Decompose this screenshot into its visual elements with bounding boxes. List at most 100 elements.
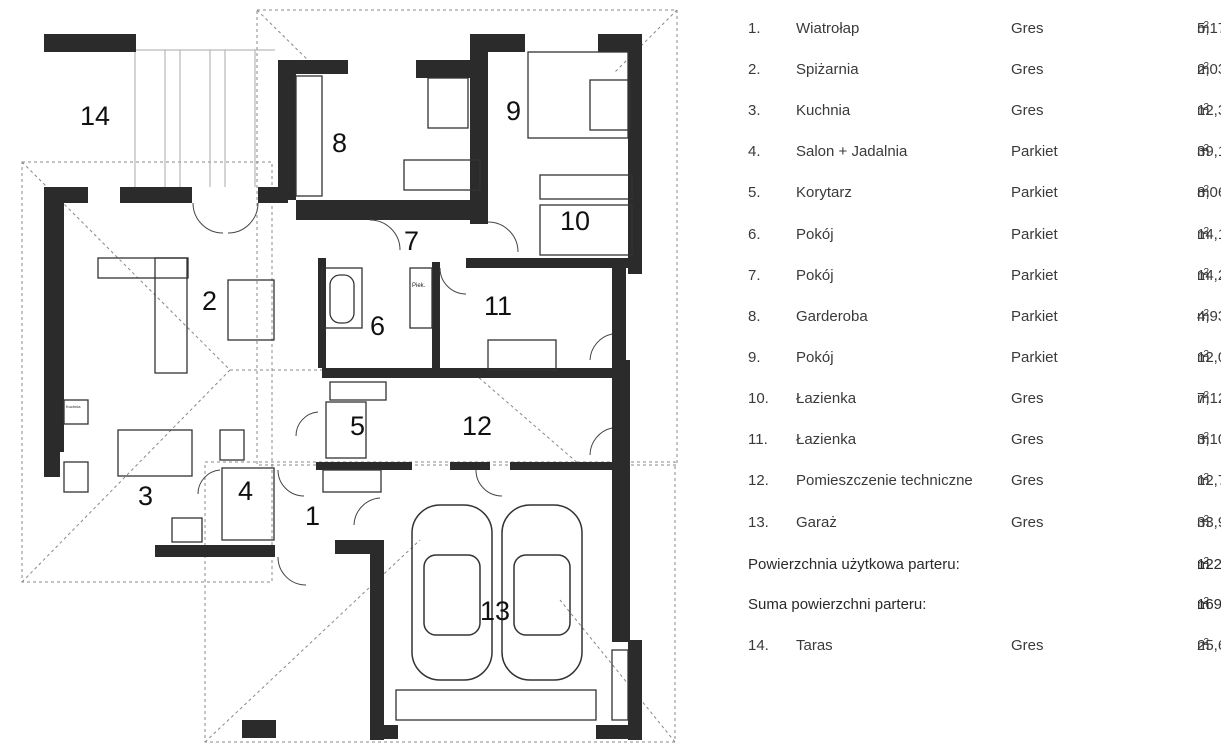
row-number: 8. (748, 308, 761, 325)
room-name: Pokój (796, 267, 834, 284)
floor-material: Parkiet (1011, 349, 1058, 366)
row-number: 7. (748, 267, 761, 284)
room-number-8: 8 (332, 128, 347, 158)
table-row: 4. Salon + Jadalnia Parkiet 39,15 m 2 (748, 143, 1221, 160)
floor-material: Parkiet (1011, 308, 1058, 325)
room-name: Pomieszczenie techniczne (796, 472, 973, 489)
floor-material: Gres (1011, 61, 1044, 78)
row-number: 1. (748, 20, 761, 37)
unit-exponent: 2 (1203, 61, 1209, 72)
room-name: Łazienka (796, 390, 857, 407)
room-number-6: 6 (370, 311, 385, 341)
unit-exponent: 2 (1203, 472, 1209, 483)
unit-exponent: 2 (1203, 349, 1209, 360)
table-row: 11. Łazienka Gres 3,10 m 2 (748, 431, 1221, 448)
summary-row-total-area: Suma powierzchni parteru: 169,07 m 2 (748, 596, 1221, 613)
table-row: 6. Pokój Parkiet 14,14 m 2 (748, 226, 1221, 243)
room-number-10: 10 (560, 206, 590, 236)
room-name: Salon + Jadalnia (796, 143, 908, 160)
floor-plan: 1 2 3 4 5 6 7 8 9 10 11 12 13 14 Piek. K… (21, 9, 678, 743)
table-row: 12. Pomieszczenie techniczne Gres 12,77 … (748, 472, 1221, 489)
table-row: 1. Wiatrołap Gres 5,17 m 2 (748, 20, 1221, 37)
floor-material: Gres (1011, 431, 1044, 448)
table-row: 9. Pokój Parkiet 12,07 m 2 (748, 349, 1221, 366)
unit-exponent: 2 (1203, 514, 1209, 525)
summary-row-usable-area: Powierzchnia użytkowa parteru: 122,37 m … (748, 556, 1221, 573)
unit-exponent: 2 (1203, 102, 1209, 113)
row-number: 2. (748, 61, 761, 78)
row-number: 9. (748, 349, 761, 366)
room-number-1: 1 (305, 501, 320, 531)
room-number-13: 13 (480, 596, 510, 626)
floor-material: Parkiet (1011, 267, 1058, 284)
row-number: 4. (748, 143, 761, 160)
room-number-5: 5 (350, 411, 365, 441)
unit-exponent: 2 (1203, 637, 1209, 648)
unit-exponent: 2 (1203, 143, 1209, 154)
walls (44, 34, 642, 740)
room-name: Spiżarnia (796, 61, 859, 78)
unit-exponent: 2 (1203, 267, 1209, 278)
floor-material: Parkiet (1011, 226, 1058, 243)
room-name: Garderoba (796, 308, 868, 325)
fridge-label: Piek. (412, 283, 426, 289)
room-name: Pokój (796, 226, 834, 243)
room-number-11: 11 (484, 291, 512, 321)
floor-material: Gres (1011, 472, 1044, 489)
fixtures (63, 51, 633, 721)
room-name: Garaż (796, 514, 837, 531)
room-number-4: 4 (238, 476, 253, 506)
room-name: Pokój (796, 349, 834, 366)
unit-exponent: 2 (1203, 556, 1209, 567)
room-name: Korytarz (796, 184, 852, 201)
floor-material: Gres (1011, 637, 1044, 654)
door-swings (192, 202, 613, 586)
table-row: 10. Łazienka Gres 7,12 m 2 (748, 390, 1221, 407)
room-name: Taras (796, 637, 833, 654)
table-row: 7. Pokój Parkiet 14,29 m 2 (748, 267, 1221, 284)
room-number-7: 7 (404, 226, 419, 256)
row-number: 10. (748, 390, 769, 407)
unit-exponent: 2 (1203, 308, 1209, 319)
table-row: 13. Garaż Gres 33,93 m 2 (748, 514, 1221, 531)
room-area-table: 1. Wiatrołap Gres 5,17 m 2 2. Spiżarnia … (740, 0, 1221, 755)
row-number: 14. (748, 637, 769, 654)
room-number-14: 14 (80, 101, 110, 131)
room-numbers: 1 2 3 4 5 6 7 8 9 10 11 12 13 14 (80, 96, 590, 626)
summary-label: Powierzchnia użytkowa parteru: (748, 556, 960, 573)
room-name: Łazienka (796, 431, 857, 448)
unit-exponent: 2 (1203, 20, 1209, 31)
room-number-9: 9 (506, 96, 521, 126)
table-row: 5. Korytarz Parkiet 8,06 m 2 (748, 184, 1221, 201)
floor-material: Parkiet (1011, 184, 1058, 201)
table-row: 14. Taras Gres 25,63 m 2 (748, 637, 1221, 654)
room-number-12: 12 (462, 411, 492, 441)
row-number: 11. (748, 431, 768, 448)
terrace-boards (134, 35, 275, 187)
floor-material: Gres (1011, 102, 1044, 119)
row-number: 13. (748, 514, 769, 531)
floor-material: Gres (1011, 390, 1044, 407)
room-name: Wiatrołap (796, 20, 860, 37)
cars (411, 504, 583, 681)
room-number-2: 2 (202, 286, 217, 316)
unit-exponent: 2 (1203, 431, 1209, 442)
unit-exponent: 2 (1203, 596, 1209, 607)
table-row: 2. Spiżarnia Gres 2,03 m 2 (748, 61, 1221, 78)
unit-exponent: 2 (1203, 184, 1209, 195)
table-row: 8. Garderoba Parkiet 4,93 m 2 (748, 308, 1221, 325)
floor-material: Gres (1011, 20, 1044, 37)
summary-label: Suma powierzchni parteru: (748, 596, 927, 613)
row-number: 6. (748, 226, 761, 243)
cooker-label: Kuchnia (66, 404, 81, 409)
room-number-3: 3 (138, 481, 153, 511)
floor-material: Gres (1011, 514, 1044, 531)
row-number: 5. (748, 184, 761, 201)
floor-material: Parkiet (1011, 143, 1058, 160)
row-number: 3. (748, 102, 761, 119)
table-row: 3. Kuchnia Gres 12,31 m 2 (748, 102, 1221, 119)
row-number: 12. (748, 472, 769, 489)
unit-exponent: 2 (1203, 390, 1209, 401)
unit-exponent: 2 (1203, 226, 1209, 237)
room-name: Kuchnia (796, 102, 851, 119)
